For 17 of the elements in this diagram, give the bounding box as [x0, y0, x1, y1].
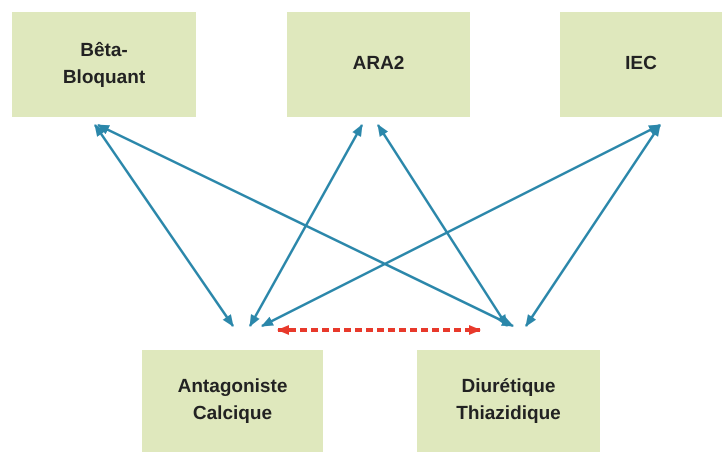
arrow: [248, 124, 364, 327]
box-label: IEC: [624, 52, 658, 76]
drug-class-box: [560, 12, 722, 117]
drug-class-box: [417, 350, 600, 452]
arrow: [376, 124, 508, 327]
drug-class-box: [142, 350, 323, 452]
box-label: Diurétique Thiazidique: [455, 375, 562, 426]
arrow: [261, 124, 661, 328]
box-label: Bêta-Bloquant: [62, 38, 146, 90]
arrow: [97, 124, 514, 328]
drug-class-box: [12, 12, 196, 117]
box-label: ARA2: [352, 52, 406, 76]
arrow: [277, 325, 481, 335]
box-label: Antagoniste Calcique: [176, 375, 288, 426]
arrow: [524, 124, 662, 327]
arrow: [94, 124, 234, 327]
drug-class-box: [287, 12, 470, 117]
